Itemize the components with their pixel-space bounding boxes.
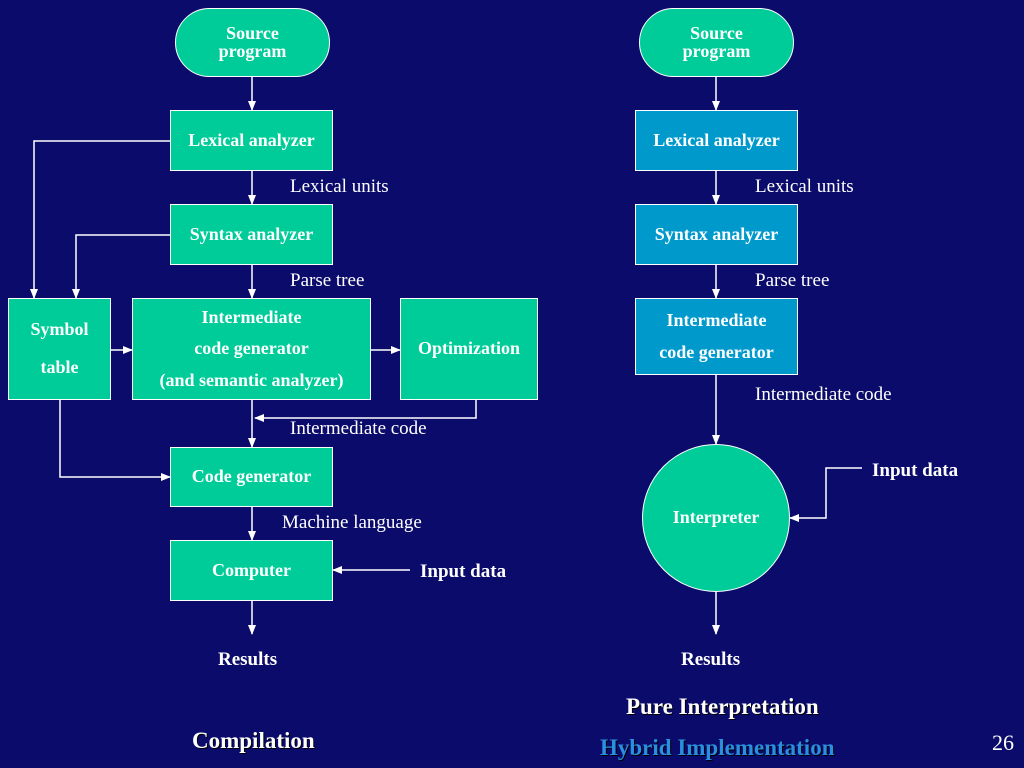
interp-intermediate-code-generator-box: Intermediate code generator xyxy=(635,298,798,375)
interp-source-program-node: Source program xyxy=(639,8,794,77)
machine-language-label: Machine language xyxy=(282,512,422,533)
arrow-syntax-to-symbol xyxy=(72,234,170,299)
interp-syntax-analyzer-box: Syntax analyzer xyxy=(635,204,798,265)
interpreter-circle: Interpreter xyxy=(642,444,790,592)
symbol-table-line1: Symbol xyxy=(30,319,89,340)
interp-parse-tree-label: Parse tree xyxy=(755,270,830,291)
intermediate-line3: (and semantic analyzer) xyxy=(159,369,344,390)
intermediate-code-label: Intermediate code xyxy=(290,418,427,439)
arrow-symbol-to-codegen xyxy=(59,400,171,481)
syntax-analyzer-box: Syntax analyzer xyxy=(170,204,333,265)
hybrid-implementation-title: Hybrid Implementation xyxy=(600,735,835,760)
interp-lexical-units-label: Lexical units xyxy=(755,176,854,197)
intermediate-line1: Intermediate xyxy=(201,306,302,327)
lexical-units-label: Lexical units xyxy=(290,176,389,197)
interp-lexical-analyzer-box: Lexical analyzer xyxy=(635,110,798,171)
page-number: 26 xyxy=(992,730,1014,755)
intermediate-code-generator-box: Intermediate code generator (and semanti… xyxy=(132,298,371,400)
arrow-optimization-back xyxy=(254,400,477,422)
interp-source-program-line1: Source xyxy=(690,23,743,44)
parse-tree-label: Parse tree xyxy=(290,270,365,291)
interp-results-label: Results xyxy=(681,649,741,670)
results-label: Results xyxy=(218,649,278,670)
code-generator-box: Code generator xyxy=(170,447,333,507)
optimization-box: Optimization xyxy=(400,298,538,400)
lexical-analyzer-box: Lexical analyzer xyxy=(170,110,333,171)
intermediate-line2: code generator xyxy=(194,338,309,359)
pure-interpretation-title: Pure Interpretation xyxy=(626,694,819,719)
symbol-table-line2: table xyxy=(40,357,79,377)
input-data-label: Input data xyxy=(420,561,507,582)
interp-input-data-label: Input data xyxy=(872,460,959,481)
computer-box: Computer xyxy=(170,540,333,601)
source-program-node: Source program xyxy=(175,8,330,77)
source-program-line2: program xyxy=(218,40,287,61)
interp-intermediate-code-label: Intermediate code xyxy=(755,384,892,405)
arrow-r-input-to-interpreter xyxy=(789,467,862,522)
interp-source-program-line2: program xyxy=(682,40,751,61)
symbol-table-box: Symbol table xyxy=(8,298,111,400)
arrow-lexical-to-symbol xyxy=(30,140,170,299)
source-program-line1: Source xyxy=(226,23,279,44)
compilation-title: Compilation xyxy=(192,728,315,753)
interp-intermediate-line2: code generator xyxy=(659,341,774,362)
interp-intermediate-line1: Intermediate xyxy=(666,310,767,330)
